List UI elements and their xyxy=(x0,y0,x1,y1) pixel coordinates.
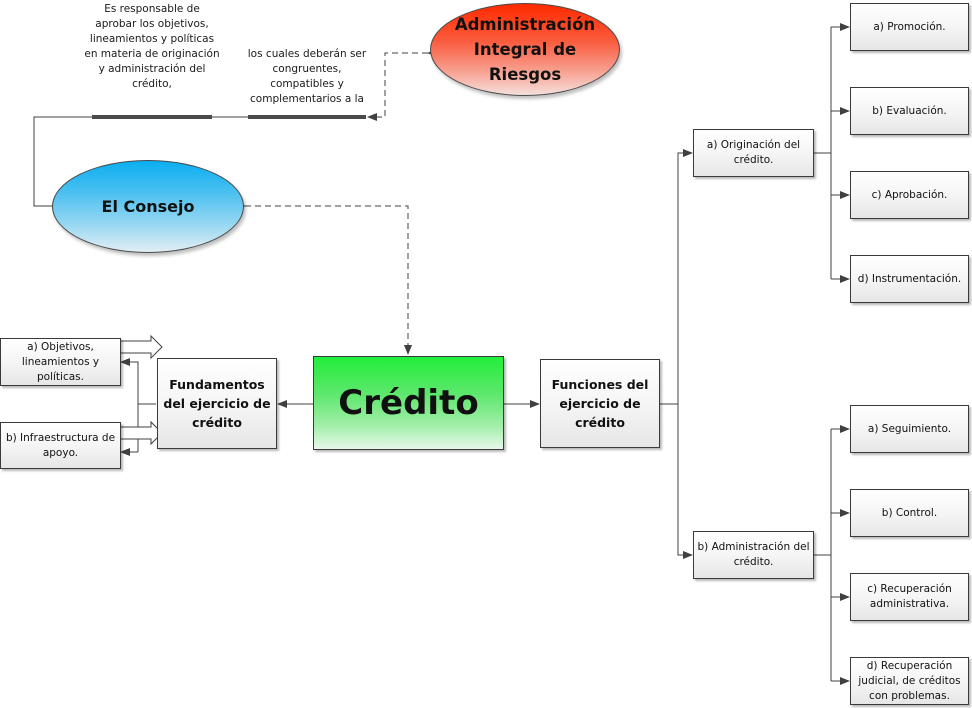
node-step-aprobacion[interactable]: c) Aprobación. xyxy=(850,171,969,219)
node-label: El Consejo xyxy=(101,197,195,216)
node-step-promocion[interactable]: a) Promoción. xyxy=(850,3,969,51)
node-label: Fundamentos del ejercicio de crédito xyxy=(163,377,271,430)
node-funciones-ejercicio-credito[interactable]: Funciones del ejercicio de crédito xyxy=(540,359,660,448)
node-originacion-credito[interactable]: a) Originación del crédito. xyxy=(693,129,814,177)
annotation-riesgos-congruence: los cuales deberán ser congruentes, comp… xyxy=(247,48,367,105)
node-step-seguimiento[interactable]: a) Seguimiento. xyxy=(850,405,969,453)
node-fundamentos-ejercicio-credito[interactable]: Fundamentos del ejercicio de crédito xyxy=(157,358,277,449)
block-arrow-infraestructura xyxy=(121,420,163,446)
node-label: c) Recuperación administrativa. xyxy=(867,583,952,610)
node-label: a) Objetivos, lineamientos y políticas. xyxy=(21,340,100,383)
node-step-recuperacion-judicial[interactable]: d) Recuperación judicial, de créditos co… xyxy=(850,657,969,705)
dashed-connector-riesgos xyxy=(367,49,437,121)
connector-funciones-administracion xyxy=(677,404,693,559)
node-label: Funciones del ejercicio de crédito xyxy=(551,377,649,430)
node-credito[interactable]: Crédito xyxy=(313,356,504,450)
node-objetivos-lineamientos-politicas[interactable]: a) Objetivos, lineamientos y políticas. xyxy=(0,338,121,386)
node-infraestructura-apoyo[interactable]: b) Infraestructura de apoyo. xyxy=(0,422,121,469)
node-label: b) Infraestructura de apoyo. xyxy=(5,431,116,459)
node-label: Crédito xyxy=(338,383,479,423)
node-label: a) Promoción. xyxy=(873,20,946,33)
node-step-evaluacion[interactable]: b) Evaluación. xyxy=(850,87,969,135)
block-arrow-objetivos xyxy=(121,334,163,360)
node-label: a) Originación del crédito. xyxy=(706,139,801,166)
node-label: b) Evaluación. xyxy=(872,104,947,117)
node-label: a) Seguimiento. xyxy=(867,422,952,435)
node-el-consejo[interactable]: El Consejo xyxy=(52,160,244,253)
node-label: d) Recuperación judicial, de créditos co… xyxy=(858,659,961,702)
node-label: b) Control. xyxy=(881,506,938,519)
connector-consejo-to-notes xyxy=(33,116,92,207)
node-label: c) Aprobación. xyxy=(871,188,948,201)
node-step-recuperacion-administrativa[interactable]: c) Recuperación administrativa. xyxy=(850,573,969,621)
node-label: Administración Integral de Riesgos xyxy=(454,15,596,84)
node-administracion-credito[interactable]: b) Administración del crédito. xyxy=(693,531,814,579)
connector-fundamentos-objetivos xyxy=(120,358,139,452)
dashed-connector-consejo-credito xyxy=(236,202,412,355)
node-label: d) Instrumentación. xyxy=(857,272,962,285)
annotation-consejo-responsibility: Es responsable de aprobar los objetivos,… xyxy=(84,3,220,90)
node-step-instrumentacion[interactable]: d) Instrumentación. xyxy=(850,255,969,303)
node-step-control[interactable]: b) Control. xyxy=(850,489,969,537)
connector-funciones-originacion xyxy=(677,149,693,404)
node-label: b) Administración del crédito. xyxy=(697,541,810,568)
node-administracion-integral-riesgos[interactable]: Administración Integral de Riesgos xyxy=(430,3,620,96)
